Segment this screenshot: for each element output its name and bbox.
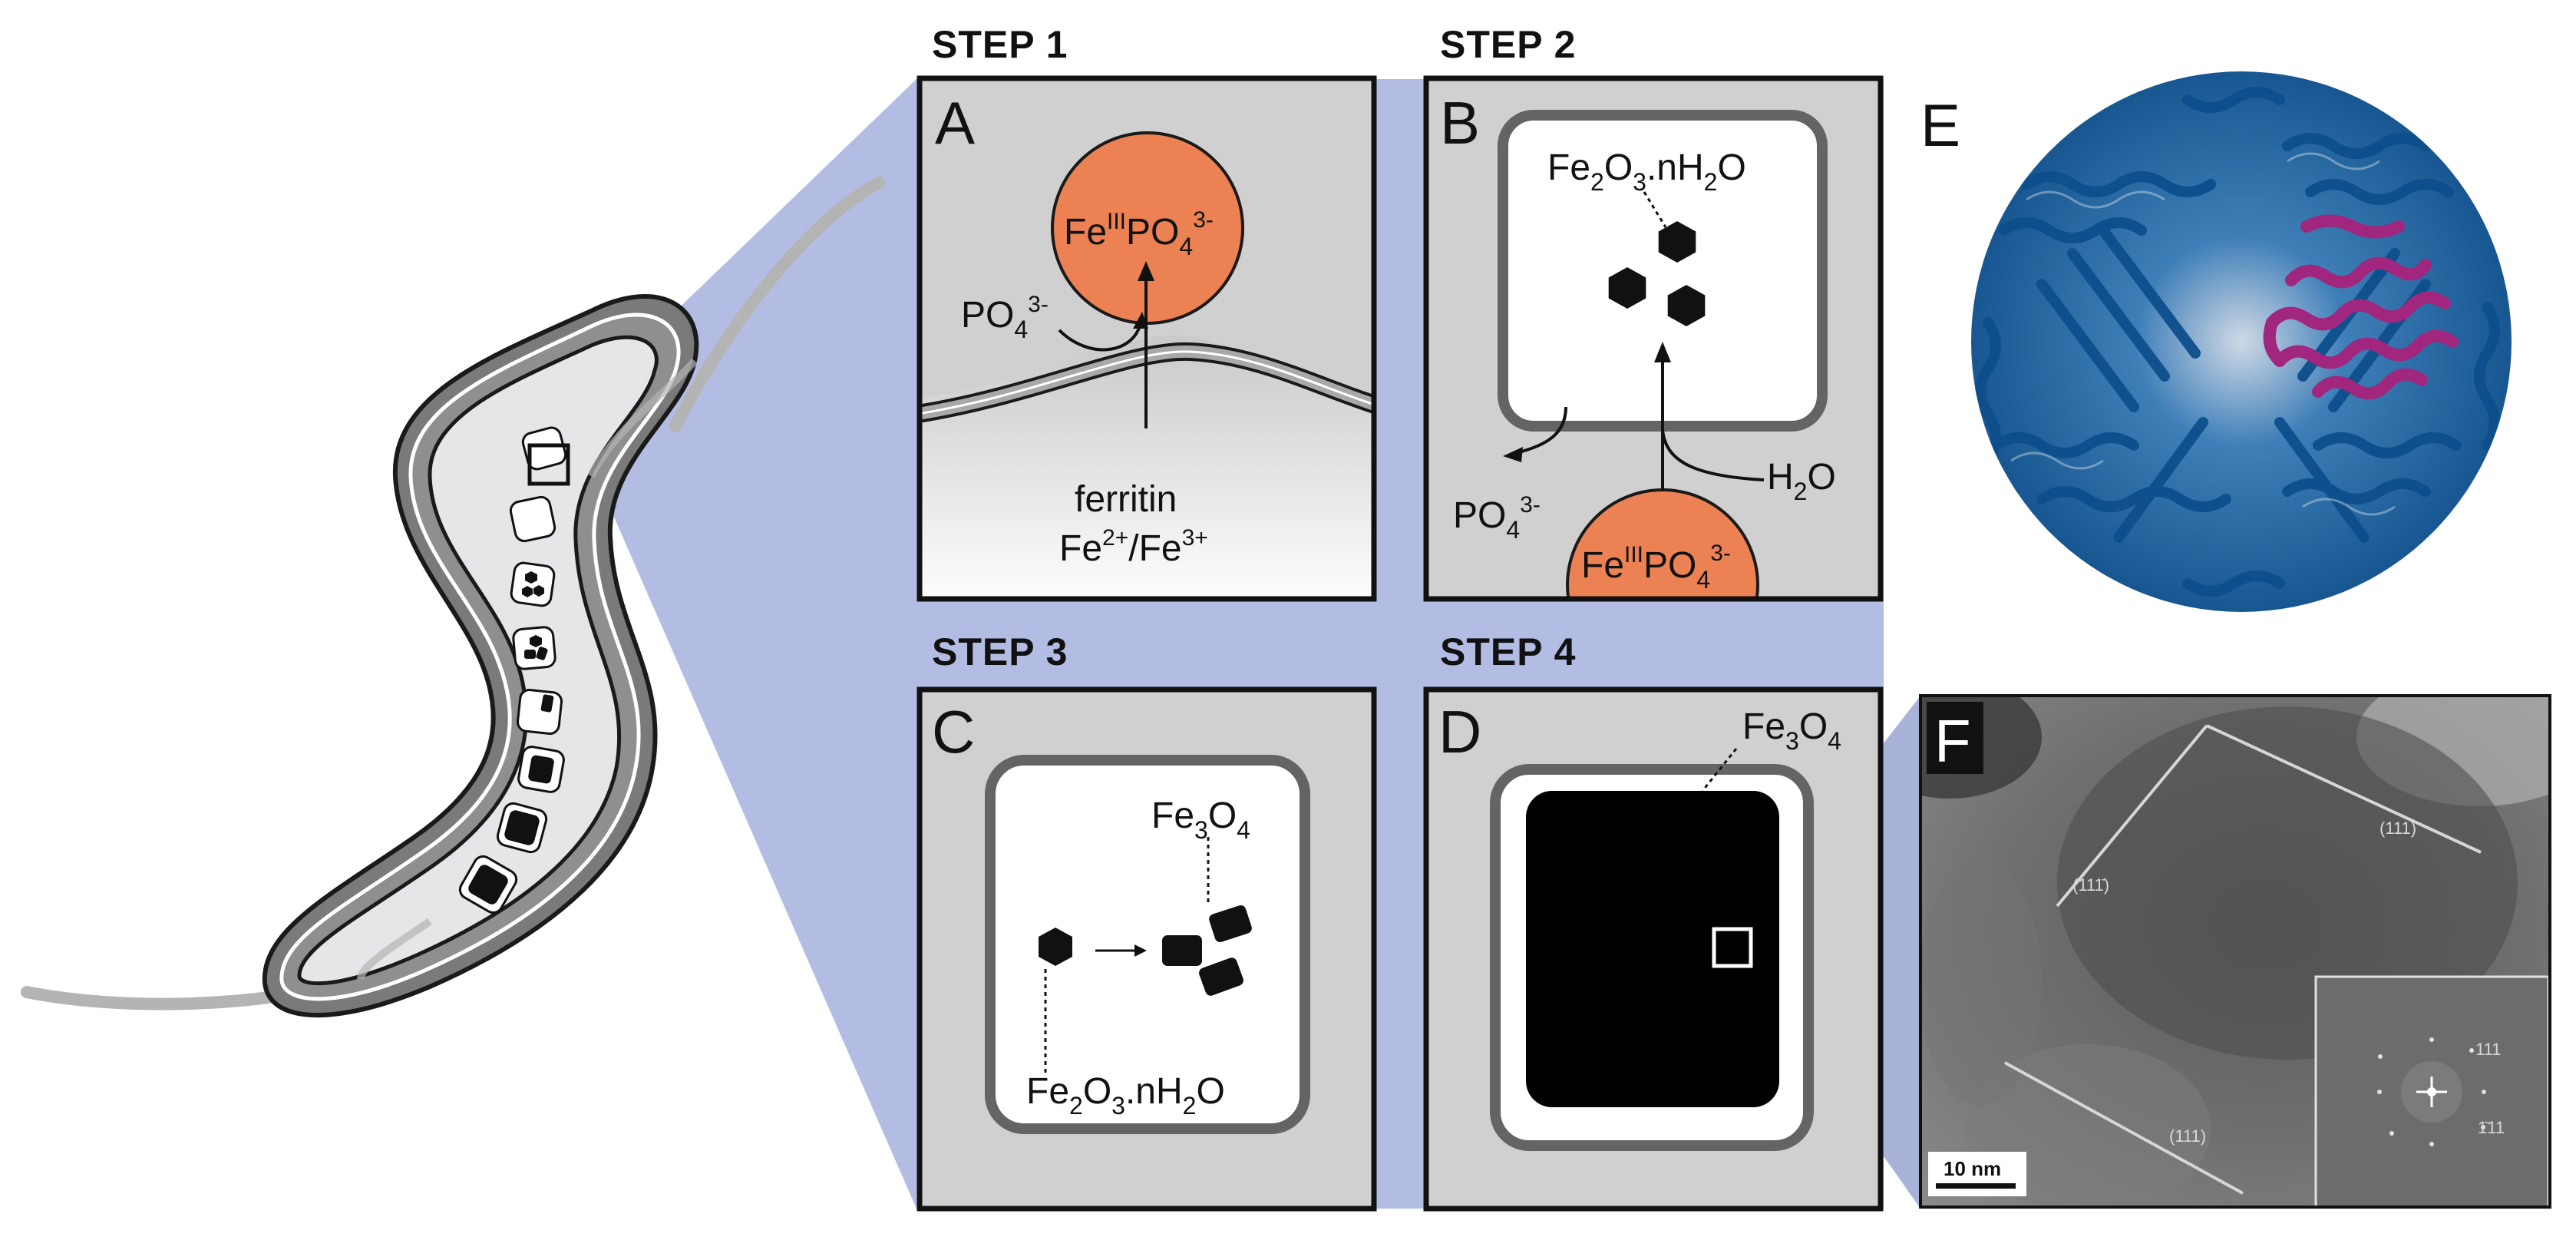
panel-f: (111) (111̄) (111) 11	[1919, 694, 2551, 1209]
phosphate-arrow-b	[1515, 406, 1567, 455]
lattice-line-3	[2004, 1061, 2244, 1195]
panel-e-label: E	[1920, 91, 1960, 159]
iron-ions-label: Fe2+/Fe3+	[1059, 525, 1208, 569]
magnetite-crystal-c3	[1199, 958, 1243, 996]
lattice-line-2	[2206, 724, 2482, 854]
panel-e: E	[1920, 71, 2512, 612]
step-2-label: STEP 2	[1440, 23, 1576, 66]
cell-cytoplasm	[297, 335, 659, 986]
magnetosome-empty-2	[509, 495, 556, 543]
ferrihydrite-particle-b2	[1608, 267, 1646, 309]
bacterium-cell	[21, 177, 885, 1018]
panel-c-label: C	[932, 698, 975, 766]
magnetite-crystal-c1	[1162, 935, 1202, 966]
svg-text:10 nm: 10 nm	[1944, 1157, 2001, 1180]
fft-label-2: 1̄11	[2478, 1118, 2505, 1137]
magnetite-crystal-d	[1526, 791, 1779, 1107]
phosphate-label-b: PO43-	[1453, 492, 1541, 544]
magnetosome-step4b	[496, 802, 548, 854]
magnetosome-step4a	[517, 746, 565, 793]
fft-label-1: 111	[2475, 1040, 2501, 1059]
ferritin-subunit-highlight	[2263, 214, 2459, 400]
magnetosome-chain	[458, 426, 570, 915]
ferrihydrite-particle-b1	[1658, 221, 1696, 263]
water-arrow-b	[1661, 429, 1765, 481]
magnetite-label-d: Fe3O4	[1742, 706, 1841, 755]
phosphate-arrow-a	[1058, 322, 1142, 352]
scale-bar: 10 nm	[1928, 1152, 2026, 1196]
magnetite-label-c: Fe3O4	[1151, 795, 1250, 844]
magnetosome-membrane-c	[985, 755, 1310, 1134]
ferritin-label: ferritin	[1075, 479, 1177, 520]
magnetosome-step4c	[458, 855, 518, 915]
hkl-label-2: (111̄)	[2072, 875, 2109, 895]
hkl-label-1: (111)	[2379, 819, 2416, 838]
ferric-phosphate-label-b: FeIIIPO43-	[1581, 541, 1731, 594]
zoom-target-box	[527, 443, 570, 486]
step-3-label: STEP 3	[932, 630, 1068, 673]
water-label-b: H2O	[1767, 457, 1836, 505]
magnetosome-step3	[512, 626, 556, 670]
magnetosome-step3b	[517, 689, 563, 735]
panel-b-label: B	[1440, 89, 1480, 157]
zoom-target-box-d	[1712, 927, 1753, 968]
magnetosome-step2	[510, 561, 556, 607]
ferrihydrite-particle-b3	[1667, 285, 1706, 327]
ferrihydrite-label-b: Fe2O3.nH2O	[1547, 147, 1746, 196]
panel-d-label: D	[1438, 698, 1481, 766]
phosphate-label-a: PO43-	[961, 292, 1049, 343]
ferric-phosphate-label-a: FeIIIPO43-	[1064, 207, 1214, 260]
ferrihydrite-particle-c	[1039, 928, 1072, 966]
flagellum-top	[669, 177, 885, 432]
ferrihydrite-label-c: Fe2O3.nH2O	[1026, 1071, 1225, 1120]
step-1-label: STEP 1	[932, 23, 1068, 66]
panel-d: Fe3O4 D	[1423, 686, 1884, 1212]
panel-c: Fe3O4 Fe2O3.nH2O C	[916, 686, 1377, 1212]
magnetite-crystal-c2	[1209, 905, 1252, 942]
step-4-label: STEP 4	[1440, 630, 1576, 673]
flagellum-inside	[587, 358, 698, 478]
panel-a-label: A	[935, 89, 975, 157]
ferritin-protein-structure	[1971, 71, 2512, 612]
lattice-line-1	[2056, 724, 2208, 908]
panel-b: FeIIIPO43- Fe2O3.nH2O PO43- H2O B	[1423, 75, 1884, 602]
panel-a: FeIIIPO43- PO43- ferritin Fe2+/Fe3+ A	[916, 75, 1377, 602]
hkl-label-3: (111)	[2169, 1126, 2206, 1146]
fft-inset: 111 1̄11	[2314, 975, 2550, 1207]
panel-f-label: F	[1934, 707, 1971, 775]
